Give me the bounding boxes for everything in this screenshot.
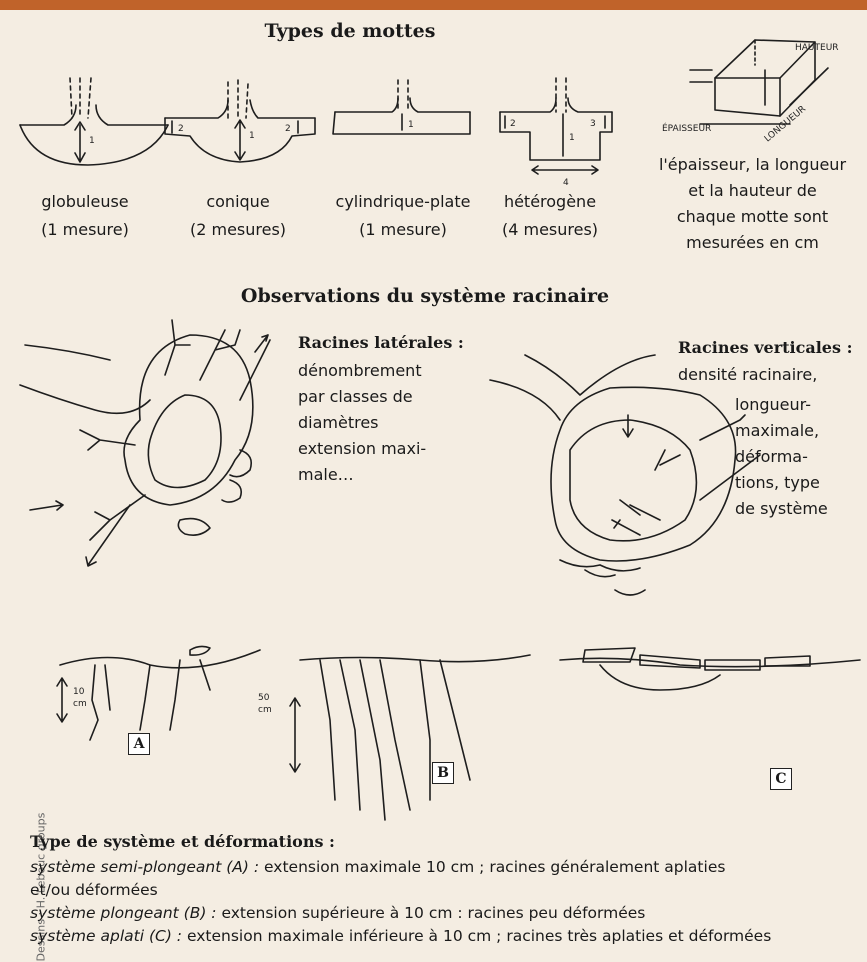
verticales-first: densité racinaire, [678,362,817,388]
svg-text:1: 1 [569,133,575,143]
system-a-drawing: 10 cm [57,646,260,740]
motte-conique-drawing: 2 1 2 [165,80,315,162]
system-b-drawing: 50 cm [258,655,530,820]
laterales-text: dénombrement par classes de diamètres ex… [298,358,488,488]
svg-text:10: 10 [73,687,85,697]
label-heterogene: hétérogène [480,190,620,214]
motte-globuleuse-drawing: 1 [20,78,168,165]
verticales-text: longueur- maximale, déforma- tions, type… [735,392,865,522]
svg-text:cm: cm [73,699,87,709]
svg-text:2: 2 [178,124,184,134]
svg-text:4: 4 [563,178,569,188]
svg-text:50: 50 [258,693,270,703]
system-b-label: B [432,762,454,784]
mesure-cylindrique-plate: (1 mesure) [318,218,488,242]
svg-text:3: 3 [590,119,596,129]
svg-text:2: 2 [285,124,291,134]
verticales-title: Racines verticales : [678,338,852,357]
label-cylindrique-plate: cylindrique-plate [318,190,488,214]
label-conique: conique [168,190,308,214]
svg-text:1: 1 [249,131,255,141]
svg-text:2: 2 [510,119,516,129]
system-a-label: A [128,733,150,755]
system-line: système aplati (C) : extension maximale … [30,925,860,948]
mesure-heterogene: (4 mesures) [480,218,620,242]
svg-text:1: 1 [408,120,414,130]
systems-description: système semi-plongeant (A) : extension m… [30,856,860,948]
observations-title: Observations du système racinaire [200,285,650,307]
system-line: système semi-plongeant (A) : extension m… [30,856,860,879]
vertical-roots-drawing [490,355,760,595]
svg-text:ÉPAISSEUR: ÉPAISSEUR [662,122,711,134]
system-c-drawing [560,648,860,690]
systems-title: Type de système et déformations : [30,832,335,851]
motte-cylindrique-drawing: 1 [333,80,470,134]
laterales-title: Racines latérales : [298,333,464,352]
system-line: système plongeant (B) : extension supéri… [30,902,860,925]
motte-heterogene-drawing: 2 1 3 4 [500,78,612,188]
system-line: et/ou déformées [30,879,860,902]
svg-text:cm: cm [258,705,272,715]
measure-note: l'épaisseur, la longueur et la hauteur d… [640,152,865,256]
label-globuleuse: globuleuse [20,190,150,214]
svg-text:1: 1 [89,136,95,146]
measure-box-drawing: HAUTEUR LONGUEUR ÉPAISSEUR [662,40,839,144]
mesure-globuleuse: (1 mesure) [20,218,150,242]
svg-text:HAUTEUR: HAUTEUR [795,43,839,53]
system-c-label: C [770,768,792,790]
lateral-roots-drawing [20,320,270,566]
mesure-conique: (2 mesures) [168,218,308,242]
